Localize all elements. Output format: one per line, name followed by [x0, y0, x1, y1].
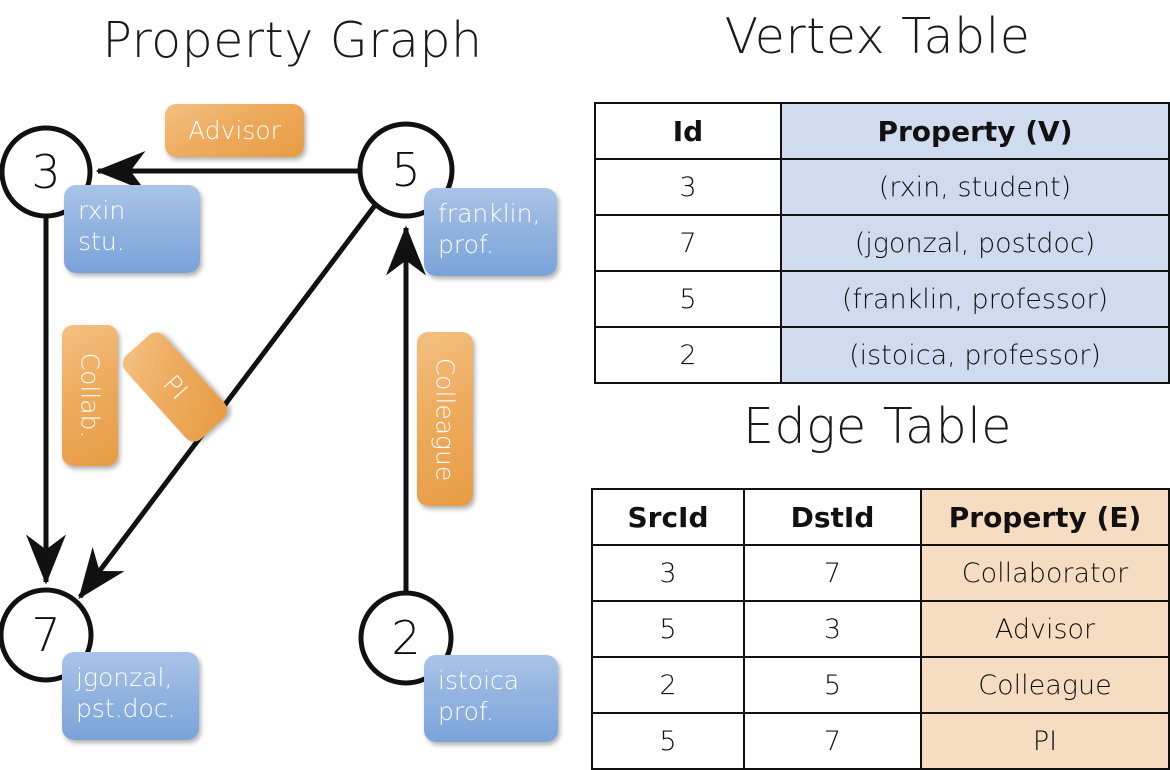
collab-label-text: Collab.	[75, 352, 105, 439]
edge-table-header-srcid: SrcId	[591, 488, 745, 546]
node-id-2: 2	[391, 611, 421, 665]
vertex-cell-id: 2	[594, 326, 782, 384]
pi-label-text: PI	[156, 368, 194, 406]
node-property-line2-7: pst.doc.	[76, 694, 176, 724]
node-id-3: 3	[31, 145, 61, 199]
edge-cell-dst: 7	[743, 544, 922, 602]
advisor-label-text: Advisor	[188, 116, 281, 145]
edge-5-to-7	[78, 202, 378, 599]
table-row[interactable]: 2 (istoica, professor)	[594, 326, 1170, 384]
page-title-edge-table: Edge Table	[743, 398, 1012, 455]
edge-cell-property: Colleague	[920, 656, 1170, 714]
node-property-line2-5: prof.	[438, 230, 494, 260]
edge-table-header-property: Property (E)	[920, 488, 1170, 546]
vertex-cell-id: 7	[594, 214, 782, 272]
vertex-cell-property: (franklin, professor)	[780, 270, 1170, 328]
node-id-5: 5	[391, 143, 421, 197]
table-row[interactable]: 2 5 Colleague	[591, 656, 1170, 714]
table-row[interactable]: 7 (jgonzal, postdoc)	[594, 214, 1170, 272]
edge-cell-dst: 3	[743, 600, 922, 658]
table-row[interactable]: 3 (rxin, student)	[594, 158, 1170, 216]
edge-table: SrcId DstId Property (E) 3 7 Collaborato…	[591, 488, 1170, 770]
page-title-vertex-table: Vertex Table	[724, 8, 1031, 65]
edge-cell-property: Advisor	[920, 600, 1170, 658]
node-property-line1-7: jgonzal,	[76, 663, 173, 692]
edge-cell-src: 5	[591, 712, 745, 770]
table-row[interactable]: 5 7 PI	[591, 712, 1170, 770]
vertex-table-header-id: Id	[594, 102, 782, 160]
collab-label[interactable]: Collab.	[62, 325, 118, 466]
edge-cell-dst: 7	[743, 712, 922, 770]
vertex-cell-property: (jgonzal, postdoc)	[780, 214, 1170, 272]
node-property-line1-5: franklin,	[438, 199, 541, 228]
node-property-box-5[interactable]: franklin, prof.	[424, 188, 557, 276]
advisor-label[interactable]: Advisor	[165, 104, 304, 157]
vertex-cell-id: 3	[594, 158, 782, 216]
page-title-property-graph: Property Graph	[102, 12, 483, 69]
table-row[interactable]: 5 3 Advisor	[591, 600, 1170, 658]
edge-table-header-dstid: DstId	[743, 488, 922, 546]
vertex-table-header-property: Property (V)	[780, 102, 1170, 160]
node-property-box-7[interactable]: jgonzal, pst.doc.	[62, 652, 199, 740]
node-property-box-3[interactable]: rxin stu.	[64, 185, 200, 273]
colleague-label-text: Colleague	[430, 357, 460, 481]
vertex-cell-property: (istoica, professor)	[780, 326, 1170, 384]
edge-cell-dst: 5	[743, 656, 922, 714]
edge-cell-src: 2	[591, 656, 745, 714]
node-id-7: 7	[31, 608, 61, 662]
edge-cell-property: PI	[920, 712, 1170, 770]
table-row[interactable]: 5 (franklin, professor)	[594, 270, 1170, 328]
node-property-line2-3: stu.	[78, 227, 125, 257]
node-property-box-2[interactable]: istoica prof.	[424, 655, 558, 742]
node-property-line1-3: rxin	[78, 196, 126, 225]
table-row[interactable]: 3 7 Collaborator	[591, 544, 1170, 602]
edge-cell-src: 5	[591, 600, 745, 658]
node-property-line2-2: prof.	[438, 697, 494, 727]
colleague-label[interactable]: Colleague	[417, 332, 473, 506]
vertex-table: Id Property (V) 3 (rxin, student) 7 (jgo…	[594, 102, 1170, 384]
edge-cell-property: Collaborator	[920, 544, 1170, 602]
vertex-table-header-row: Id Property (V)	[594, 102, 1170, 160]
edge-cell-src: 3	[591, 544, 745, 602]
node-property-line1-2: istoica	[438, 666, 520, 695]
vertex-cell-id: 5	[594, 270, 782, 328]
edge-table-header-row: SrcId DstId Property (E)	[591, 488, 1170, 546]
vertex-cell-property: (rxin, student)	[780, 158, 1170, 216]
